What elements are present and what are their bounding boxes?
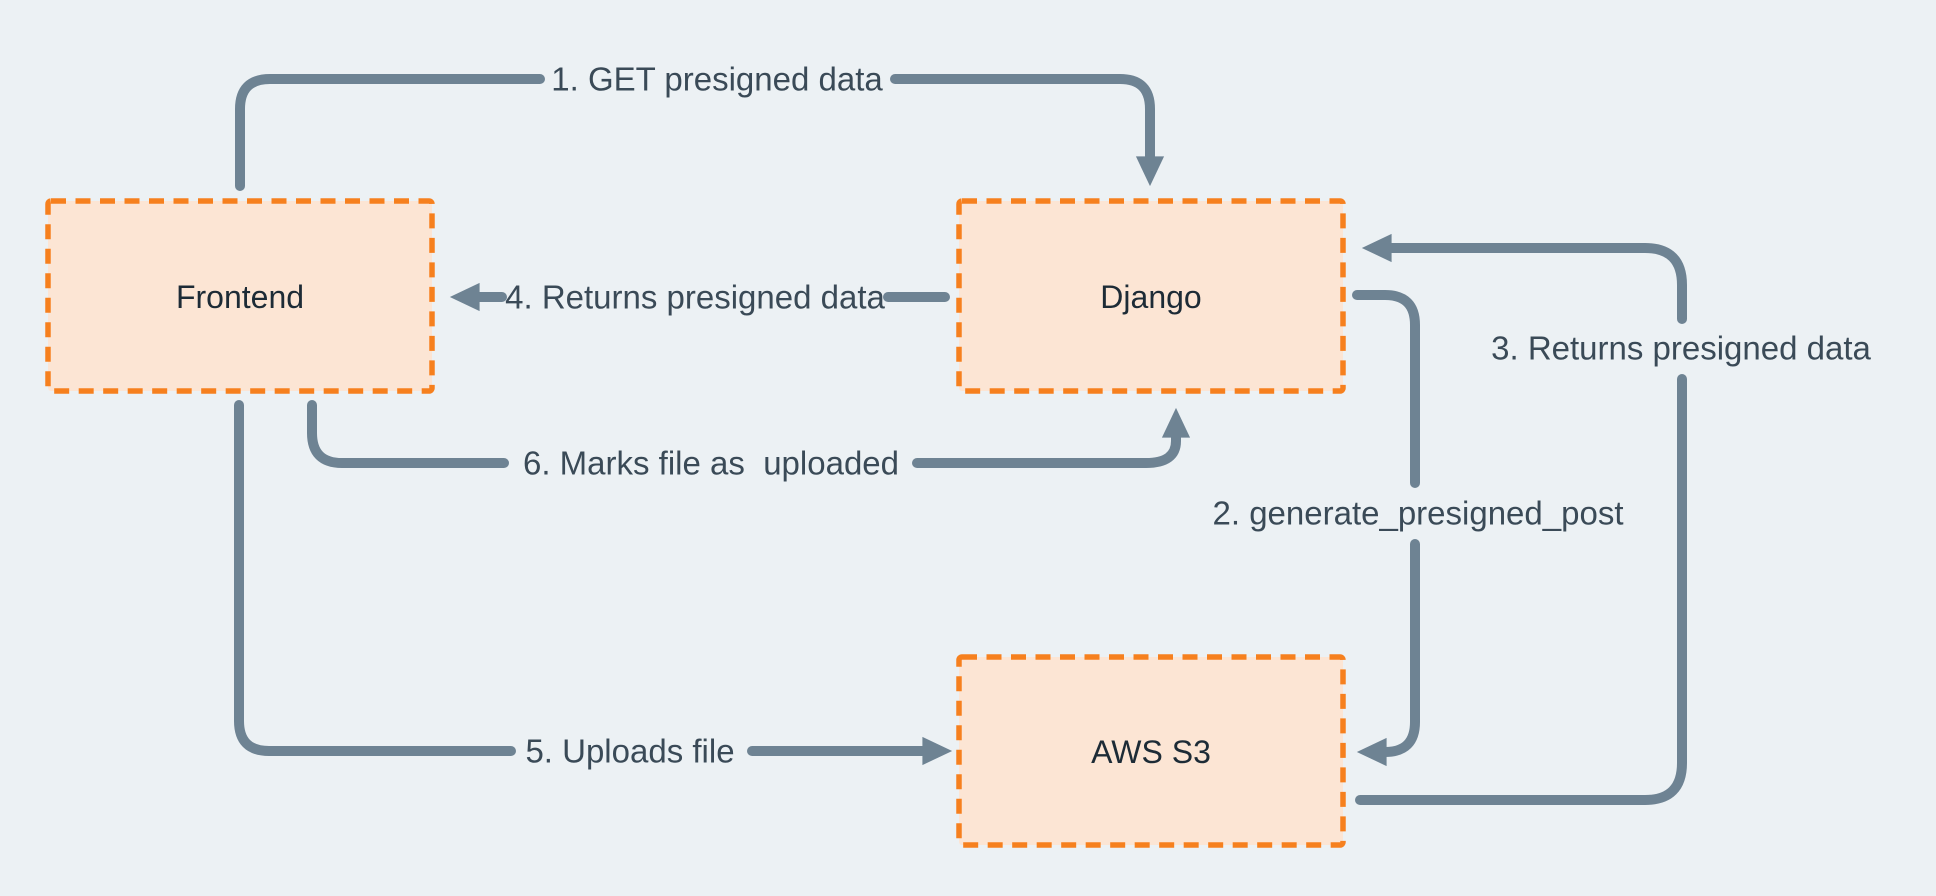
django-box (956, 198, 1346, 394)
edge-2-segment-end (1356, 539, 1420, 767)
edge-marks-file-uploaded: 6. Marks file as uploaded (307, 400, 1191, 482)
django-label: Django (1100, 279, 1201, 315)
edge-4-label: 4. Returns presigned data (505, 279, 885, 316)
edges-layer: 1. GET presigned data 2. generate_presig… (234, 61, 1872, 805)
edge-6-label: 6. Marks file as uploaded (523, 445, 899, 482)
node-frontend: Frontend (45, 198, 435, 394)
edge-uploads-file: 5. Uploads file (234, 400, 953, 770)
frontend-label: Frontend (176, 279, 304, 315)
nodes-layer: Frontend Django AWS S3 (45, 198, 1346, 848)
aws-s3-label: AWS S3 (1091, 734, 1211, 770)
edge-6-segment-start (307, 400, 509, 468)
edge-returns-presigned-data-s3: 3. Returns presigned data (1355, 233, 1872, 805)
edge-generate-presigned-post: 2. generate_presigned_post (1213, 290, 1624, 767)
aws-s3-box (956, 654, 1346, 848)
edge-6-segment-end (912, 407, 1191, 468)
node-django: Django (956, 198, 1346, 394)
edge-1-segment-end (890, 74, 1165, 187)
edge-1-label: 1. GET presigned data (551, 61, 883, 98)
edge-3-segment-end (1361, 233, 1687, 324)
edge-get-presigned-data: 1. GET presigned data (235, 61, 1165, 191)
edge-2-segment-start (1352, 290, 1420, 488)
edge-5-segment-start (234, 400, 516, 756)
edge-3-label: 3. Returns presigned data (1491, 330, 1871, 367)
node-aws-s3: AWS S3 (956, 654, 1346, 848)
edge-5-label: 5. Uploads file (525, 733, 734, 770)
edge-1-segment-start (235, 74, 545, 191)
edge-2-label: 2. generate_presigned_post (1213, 495, 1624, 532)
edge-3-segment-start (1355, 374, 1687, 805)
frontend-box (45, 198, 435, 394)
edge-returns-presigned-data-django: 4. Returns presigned data (449, 279, 950, 316)
